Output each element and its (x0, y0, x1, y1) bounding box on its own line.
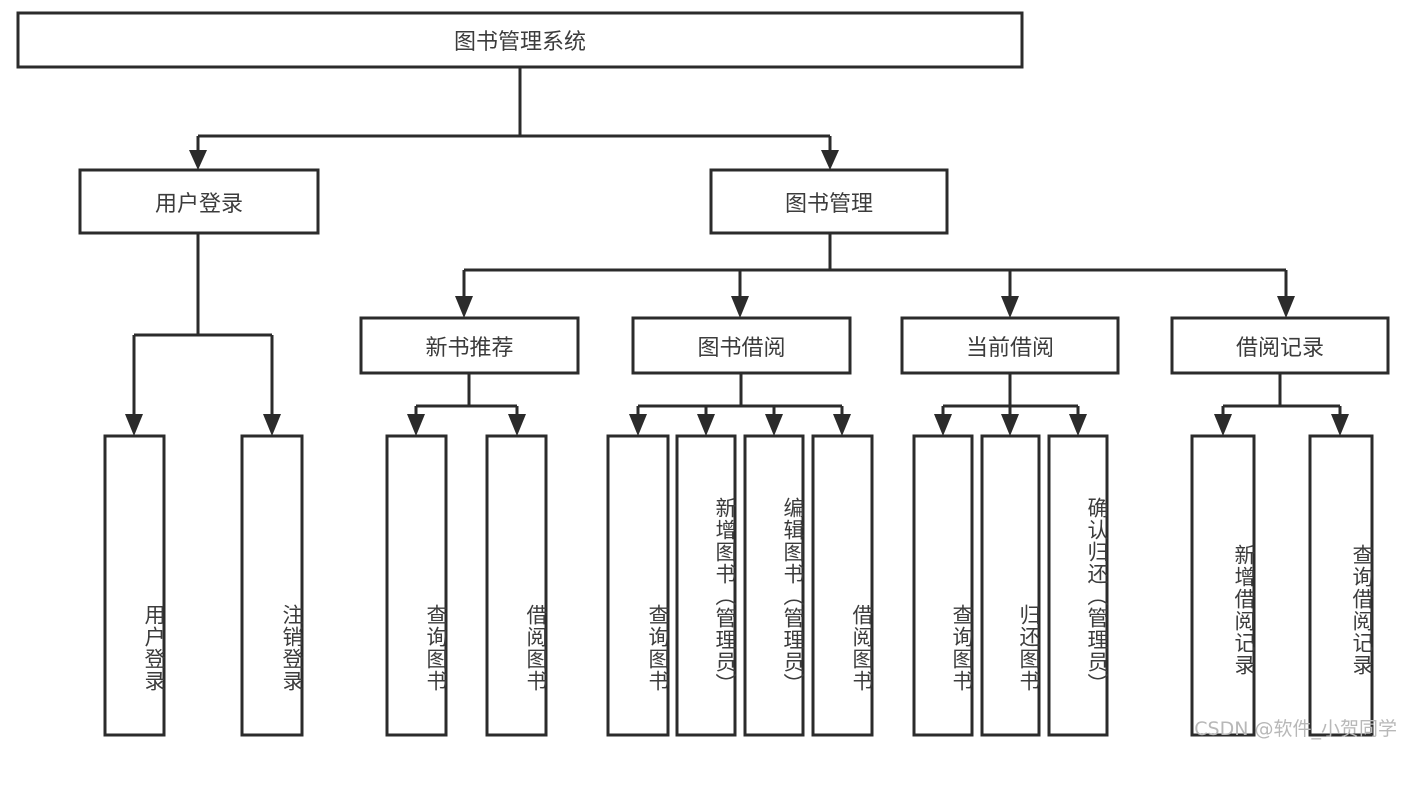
diagram-canvas (16, 11, 1390, 737)
arrowhead-leaf-query-record (1331, 414, 1349, 436)
arrowhead-leaf-edit-book (765, 414, 783, 436)
node-box-leaf-borrow-book-1[interactable] (485, 434, 548, 737)
connector-group-book-borrow (629, 373, 851, 436)
arrowhead-leaf-query-book-1 (407, 414, 425, 436)
arrowhead-current-borrow (1001, 296, 1019, 318)
arrowhead-leaf-logout-login (263, 414, 281, 436)
arrowhead-leaf-borrow-book-1 (508, 414, 526, 436)
node-box-user-login[interactable] (78, 168, 320, 235)
node-box-leaf-user-login[interactable] (103, 434, 166, 737)
node-box-leaf-query-book-2[interactable] (606, 434, 670, 737)
arrowhead-leaf-query-book-3 (934, 414, 952, 436)
arrowhead-book-borrow (731, 296, 749, 318)
arrowhead-user-login (189, 150, 207, 170)
connector-group-root (189, 67, 839, 170)
connector-group-borrow-record (1214, 373, 1349, 436)
connector-group-user-login (125, 233, 281, 436)
node-box-leaf-edit-book[interactable] (743, 434, 805, 737)
node-box-root[interactable] (16, 11, 1024, 69)
arrowhead-new-book-rec (455, 296, 473, 318)
arrowhead-borrow-record (1277, 296, 1295, 318)
arrowhead-leaf-return-book (1001, 414, 1019, 436)
node-box-leaf-add-record[interactable] (1190, 434, 1256, 737)
node-box-book-manage[interactable] (709, 168, 949, 235)
connector-group-new-book-rec (407, 373, 526, 436)
connector-group-book-manage (455, 233, 1295, 318)
node-box-leaf-query-record[interactable] (1308, 434, 1374, 737)
node-box-book-borrow[interactable] (631, 316, 852, 375)
arrowhead-leaf-query-book-2 (629, 414, 647, 436)
arrowhead-book-manage (821, 150, 839, 170)
node-box-new-book-rec[interactable] (359, 316, 580, 375)
node-box-leaf-query-book-3[interactable] (912, 434, 974, 737)
arrowhead-leaf-confirm-return (1069, 414, 1087, 436)
arrowhead-leaf-add-record (1214, 414, 1232, 436)
node-box-borrow-record[interactable] (1170, 316, 1390, 375)
node-box-leaf-return-book[interactable] (980, 434, 1041, 737)
node-box-leaf-confirm-return[interactable] (1047, 434, 1109, 737)
node-box-leaf-add-book[interactable] (675, 434, 737, 737)
arrowhead-leaf-add-book (697, 414, 715, 436)
arrowhead-leaf-user-login (125, 414, 143, 436)
node-box-leaf-logout-login[interactable] (240, 434, 304, 737)
diagram-root: 图书管理系统 用户登录 图书管理 新书推荐 图书借阅 当前借阅 借阅记录 用户登… (16, 11, 1397, 740)
connector-group-current-borrow (934, 373, 1087, 436)
node-box-current-borrow[interactable] (900, 316, 1120, 375)
node-box-leaf-query-book-1[interactable] (385, 434, 448, 737)
arrowhead-leaf-borrow-book-2 (833, 414, 851, 436)
node-box-leaf-borrow-book-2[interactable] (811, 434, 874, 737)
